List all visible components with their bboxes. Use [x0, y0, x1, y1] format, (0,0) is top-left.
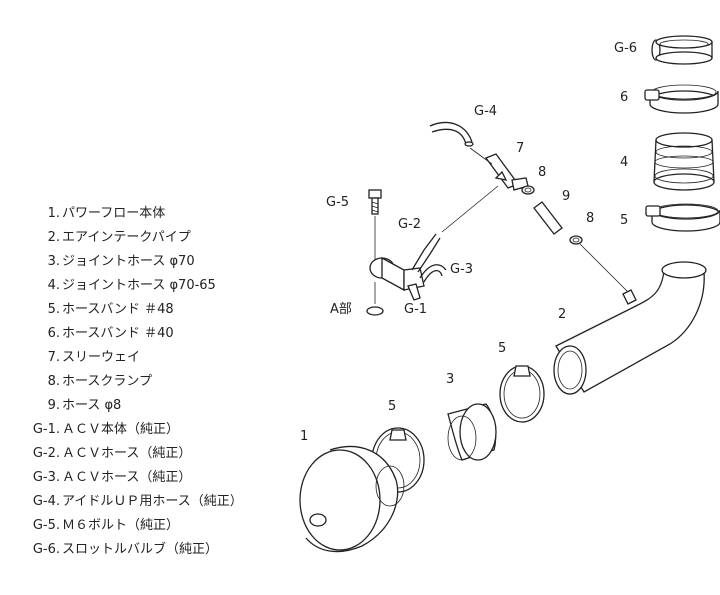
legend-item: 8.ホースクランプ: [8, 370, 288, 394]
hose-clamp-lower: [569, 235, 583, 245]
three-way-fitting: [484, 153, 529, 191]
legend-item: 2.エアインテークパイプ: [8, 226, 288, 250]
legend-item-number: G-6.: [32, 542, 60, 557]
legend-item: G-5.Ｍ６ボルト（純正）: [8, 514, 288, 538]
legend-item: G-3.ＡＣＶホース（純正）: [8, 466, 288, 490]
washer: [366, 306, 384, 316]
acv-hose-g3: [419, 264, 447, 283]
legend-item: G-6.スロットルバルブ（純正）: [8, 538, 288, 562]
legend-item-number: 3.: [47, 254, 60, 269]
legend-item-name: Ｍ６ボルト（純正）: [62, 518, 180, 533]
hose-band-48-top: [645, 203, 720, 232]
air-intake-pipe: [553, 261, 707, 395]
legend-item-name: ＡＣＶホース（純正）: [62, 446, 192, 461]
callout-g2: G-2: [398, 217, 421, 232]
callout-8-upper: 8: [538, 165, 546, 180]
legend-item: 5.ホースバンド ＃48: [8, 298, 288, 322]
hose-phi8: [533, 201, 563, 235]
legend-item: 3.ジョイントホース φ70: [8, 250, 288, 274]
callout-3: 3: [446, 372, 454, 387]
joint-hose-70-65: [653, 132, 715, 191]
callout-7: 7: [516, 141, 524, 156]
legend-item-number: 4.: [47, 278, 60, 293]
legend-item-name: ホース φ8: [62, 398, 122, 413]
joint-hose-70: [447, 403, 497, 461]
legend-item-number: 6.: [47, 326, 60, 341]
legend-item-number: G-5.: [32, 518, 60, 533]
legend-item-number: 1.: [47, 206, 60, 221]
callout-1: 1: [300, 429, 308, 444]
legend-item-name: パワーフロー本体: [62, 206, 166, 221]
legend-item: G-4.アイドルＵＰ用ホース（純正）: [8, 490, 288, 514]
power-flow-filter: [299, 445, 405, 553]
callout-4: 4: [620, 155, 628, 170]
legend-item-name: ホースバンド ＃40: [62, 326, 174, 341]
callout-5-lower: 5: [388, 399, 396, 414]
acv-hose-g2: [411, 233, 441, 273]
callout-2: 2: [558, 307, 566, 322]
legend-item-number: G-2.: [32, 446, 60, 461]
legend-item-number: 2.: [47, 230, 60, 245]
legend-item: G-1.ＡＣＶ本体（純正）: [8, 418, 288, 442]
legend-item-name: アイドルＵＰ用ホース（純正）: [62, 494, 243, 509]
hose-band-48-middle: [499, 365, 545, 423]
acv-body: [369, 256, 425, 301]
callout-a-part: A部: [330, 302, 352, 317]
idle-up-hose: [429, 121, 473, 145]
leader-line-g2: [441, 185, 499, 233]
legend-item-number: 9.: [47, 398, 60, 413]
hose-band-40: [644, 84, 719, 114]
callout-6: 6: [620, 90, 628, 105]
legend-item: 9.ホース φ8: [8, 394, 288, 418]
legend-item: 1.パワーフロー本体: [8, 202, 288, 226]
legend-item-number: 8.: [47, 374, 60, 389]
legend-item-name: ジョイントホース φ70-65: [62, 278, 216, 293]
legend-item-name: ジョイントホース φ70: [62, 254, 195, 269]
legend-item-number: G-4.: [32, 494, 60, 509]
callout-g6: G-6: [614, 41, 637, 56]
throttle-valve-ring: [651, 35, 713, 65]
legend-item-name: ＡＣＶ本体（純正）: [62, 422, 180, 437]
callout-g3: G-3: [450, 262, 473, 277]
legend-item-name: ホースバンド ＃48: [62, 302, 174, 317]
legend-item-number: 7.: [47, 350, 60, 365]
legend-item-name: スリーウェイ: [62, 350, 141, 365]
legend-item-name: スロットルバルブ（純正）: [62, 542, 219, 557]
legend-item: 7.スリーウェイ: [8, 346, 288, 370]
legend-item-number: G-1.: [32, 422, 60, 437]
leader-line-hose: [579, 243, 629, 293]
legend-item: 4.ジョイントホース φ70-65: [8, 274, 288, 298]
callout-g5: G-5: [326, 195, 349, 210]
legend-item-name: ＡＣＶホース（純正）: [62, 470, 192, 485]
callout-9: 9: [562, 189, 570, 204]
legend-item-number: G-3.: [32, 470, 60, 485]
legend-item-name: ホースクランプ: [62, 374, 152, 389]
legend-item-name: エアインテークパイプ: [62, 230, 191, 245]
leader-line-g4: [469, 147, 493, 165]
callout-g4: G-4: [474, 104, 497, 119]
callout-g1: G-1: [404, 302, 427, 317]
callout-5-top: 5: [620, 213, 628, 228]
legend-item: G-2.ＡＣＶホース（純正）: [8, 442, 288, 466]
callout-5-middle: 5: [498, 341, 506, 356]
callout-8-lower: 8: [586, 211, 594, 226]
legend-item-number: 5.: [47, 302, 60, 317]
m6-bolt: [368, 189, 382, 215]
legend-item: 6.ホースバンド ＃40: [8, 322, 288, 346]
hose-clamp-upper: [521, 185, 535, 195]
